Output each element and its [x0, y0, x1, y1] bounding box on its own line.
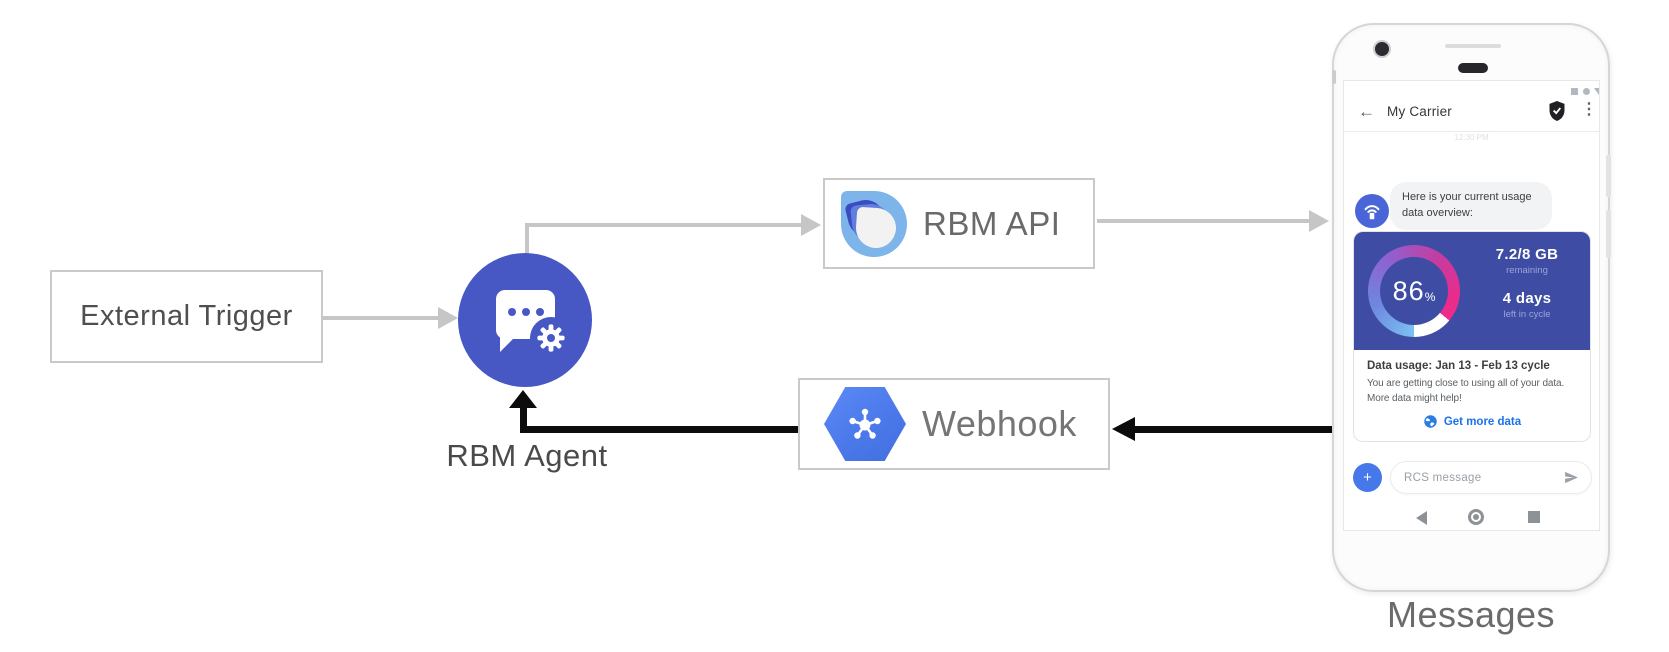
usage-card-body-line: You are getting close to using all of yo… [1367, 378, 1565, 389]
usage-percent-symbol: % [1424, 290, 1436, 304]
data-remaining-label: remaining [1506, 265, 1548, 276]
overflow-menu-icon[interactable]: ⋮ [1581, 101, 1597, 118]
data-usage-card: 86 % 7.2/8 GB remaining 4 days left in c… [1353, 231, 1591, 442]
external-trigger-node: External Trigger [50, 270, 323, 363]
volume-button [1606, 210, 1611, 258]
conversation-title: My Carrier [1387, 104, 1452, 119]
agent-message-line: data overview: [1402, 206, 1473, 219]
status-icon-circle [1583, 88, 1590, 95]
days-left-value: 4 days [1502, 290, 1552, 307]
phone-mockup: ← My Carrier ⋮ 12:30 PM [1332, 23, 1611, 592]
days-left-label: left in cycle [1503, 309, 1551, 320]
status-icon-square [1571, 88, 1578, 95]
webhook-node: Webhook [798, 378, 1110, 470]
message-input[interactable] [1391, 470, 1563, 485]
arrow-agent-to-api-vertical [525, 223, 529, 256]
sim-tray [1332, 70, 1336, 84]
usage-card-body: You are getting close to using all of yo… [1367, 376, 1577, 406]
phone-screen: ← My Carrier ⋮ 12:30 PM [1343, 80, 1600, 531]
gear-icon [530, 317, 572, 359]
message-input-pill [1390, 461, 1592, 494]
agent-message-line: Here is your current usage [1402, 191, 1532, 203]
app-bar: ← My Carrier ⋮ [1344, 99, 1599, 131]
nav-back-button[interactable] [1416, 511, 1427, 525]
messages-caption: Messages [1386, 594, 1556, 635]
usage-gauge-panel: 86 % 7.2/8 GB remaining 4 days left in c… [1354, 232, 1590, 350]
external-trigger-label: External Trigger [80, 300, 293, 332]
back-arrow-icon[interactable]: ← [1358, 102, 1375, 121]
add-attachment-button[interactable]: + [1353, 463, 1382, 492]
arrow-trigger-to-agent-head [438, 307, 458, 329]
usage-card-title: Data usage: Jan 13 - Feb 13 cycle [1367, 360, 1550, 372]
power-button [1606, 155, 1611, 197]
webhook-hexagon-icon [824, 387, 906, 461]
arrow-webhook-to-agent-head [509, 390, 537, 408]
rbm-api-label: RBM API [923, 204, 1061, 242]
arrow-webhook-to-agent-line [527, 426, 798, 433]
data-remaining-value: 7.2/8 GB [1495, 246, 1559, 263]
arrow-agent-to-api-line [525, 223, 802, 227]
usage-gauge: 86 % [1368, 245, 1460, 337]
usage-percent: 86 [1392, 275, 1425, 306]
carrier-avatar [1355, 194, 1389, 228]
chat-dots-icon [508, 308, 544, 316]
app-bar-divider [1344, 131, 1599, 132]
status-icon-signal [1594, 88, 1599, 95]
get-more-data-button[interactable]: Get more data [1367, 414, 1577, 429]
rbm-agent-node [458, 253, 592, 387]
agent-message-bubble: Here is your current usage data overview… [1390, 182, 1552, 230]
earpiece [1458, 63, 1488, 73]
conversation-timestamp: 12:30 PM [1454, 133, 1489, 142]
arrow-api-to-phone-line [1097, 219, 1310, 223]
arrow-webhook-to-agent-vertical [520, 407, 527, 433]
webhook-label: Webhook [922, 403, 1077, 444]
plus-icon: + [1363, 469, 1372, 486]
send-icon[interactable] [1563, 469, 1580, 486]
get-more-data-label: Get more data [1443, 415, 1522, 428]
arrow-agent-to-api-head [801, 214, 821, 236]
rbm-api-node: RBM API [823, 178, 1095, 269]
rbm-api-logo-icon [841, 190, 907, 257]
usage-card-body-line: More data might help! [1367, 393, 1462, 404]
camera-dot [1373, 40, 1391, 58]
nav-home-button[interactable] [1468, 509, 1484, 525]
verified-shield-icon [1547, 100, 1567, 122]
arrow-api-to-phone-head [1309, 210, 1329, 232]
arrow-phone-to-webhook-line [1134, 426, 1332, 433]
usage-gauge-value: 86 % [1380, 257, 1448, 325]
top-speaker-slot [1445, 44, 1501, 48]
nav-recents-button[interactable] [1528, 511, 1540, 523]
usage-stats: 7.2/8 GB remaining 4 days left in cycle [1470, 246, 1584, 320]
rbm-agent-label: RBM Agent [446, 438, 608, 473]
arrow-phone-to-webhook-head [1112, 417, 1135, 441]
usage-card-details: Data usage: Jan 13 - Feb 13 cycle You ar… [1354, 350, 1590, 441]
globe-icon [1424, 415, 1437, 428]
arrow-trigger-to-agent-line [323, 316, 439, 320]
chat-bubble-tail [500, 337, 515, 352]
